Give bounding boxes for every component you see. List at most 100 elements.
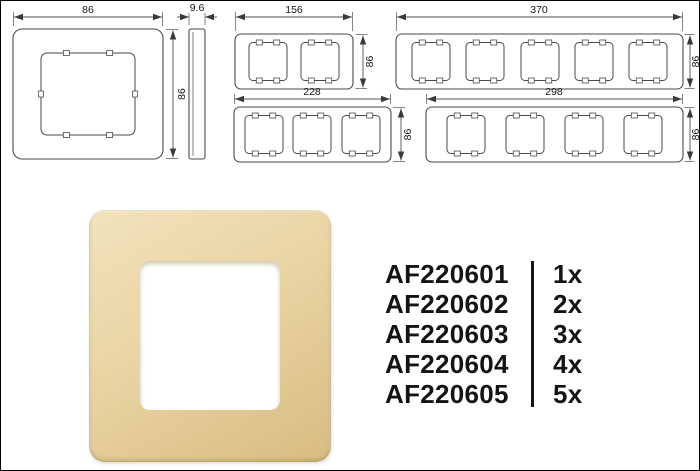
frame-opening <box>244 115 284 154</box>
clip-mark <box>571 112 579 119</box>
clip-mark <box>653 77 661 84</box>
dim-height-5gang: 86 <box>690 56 700 68</box>
clip-mark <box>635 39 643 46</box>
clip-mark <box>581 77 589 84</box>
clip-mark <box>472 77 480 84</box>
clip-mark <box>317 112 325 119</box>
frame-opening <box>248 42 288 81</box>
parts-list: AF220601 1x AF220602 2x AF220603 3x AF22… <box>385 259 583 409</box>
clip-mark <box>106 132 114 138</box>
clip-mark <box>599 39 607 46</box>
clip-mark <box>630 112 638 119</box>
clip-mark <box>251 112 259 119</box>
clip-mark <box>648 112 656 119</box>
clip-mark <box>545 39 553 46</box>
clip-mark <box>599 77 607 84</box>
clip-mark <box>132 90 138 98</box>
clip-mark <box>299 112 307 119</box>
clip-mark <box>299 150 307 157</box>
frame-opening <box>341 115 381 154</box>
drawing-frame-4gang: 298 86 <box>425 86 700 163</box>
technical-drawings: 86 86 9.6 156 86 <box>12 2 700 163</box>
clip-mark <box>418 39 426 46</box>
clip-mark <box>527 39 535 46</box>
part-row: AF220602 2x <box>385 289 583 319</box>
frame-opening <box>623 115 663 154</box>
clip-mark <box>530 150 538 157</box>
clip-mark <box>581 39 589 46</box>
frame-opening <box>300 42 340 81</box>
clip-mark <box>571 150 579 157</box>
part-row: AF220603 3x <box>385 319 583 349</box>
clip-mark <box>255 39 263 46</box>
clip-mark <box>545 77 553 84</box>
clip-mark <box>106 50 114 56</box>
drawing-frame-3gang: 228 86 <box>233 86 414 163</box>
clip-mark <box>273 39 281 46</box>
drawing-frame-5gang: 370 86 <box>395 4 700 90</box>
clip-mark <box>62 50 70 56</box>
clip-mark <box>471 150 479 157</box>
clip-mark <box>512 150 520 157</box>
clip-mark <box>436 39 444 46</box>
clip-mark <box>472 39 480 46</box>
clip-mark <box>348 112 356 119</box>
dim-height-2gang: 86 <box>364 56 376 68</box>
clip-mark <box>630 150 638 157</box>
product-photo-gold-frame <box>89 210 331 462</box>
dim-width-3gang: 228 <box>303 86 321 98</box>
clip-mark <box>530 112 538 119</box>
part-qty: 2x <box>553 288 583 319</box>
clip-mark <box>62 132 70 138</box>
part-qty: 5x <box>553 378 583 409</box>
clip-mark <box>648 150 656 157</box>
part-qty: 4x <box>553 348 583 379</box>
part-sku: AF220601 <box>385 258 509 289</box>
clip-mark <box>317 150 325 157</box>
clip-mark <box>273 77 281 84</box>
frame-opening <box>520 42 560 81</box>
part-sku: AF220604 <box>385 348 509 379</box>
frame-opening <box>465 42 505 81</box>
frame-opening <box>505 115 545 154</box>
clip-mark <box>512 112 520 119</box>
clip-mark <box>635 77 643 84</box>
profile-outline <box>188 28 206 160</box>
clip-mark <box>255 77 263 84</box>
parts-divider-line <box>531 261 534 407</box>
part-sku: AF220605 <box>385 378 509 409</box>
clip-mark <box>269 112 277 119</box>
dim-height-3gang: 86 <box>402 129 414 141</box>
dim-height-1gang: 86 <box>176 88 188 100</box>
clip-mark <box>348 150 356 157</box>
clip-mark <box>325 77 333 84</box>
part-qty: 1x <box>553 258 583 289</box>
dim-depth-profile: 9.6 <box>190 2 205 14</box>
clip-mark <box>527 77 535 84</box>
frame-opening <box>446 115 486 154</box>
clip-mark <box>251 150 259 157</box>
clip-mark <box>589 112 597 119</box>
dim-width-4gang: 298 <box>545 86 563 98</box>
part-row: AF220601 1x <box>385 259 583 289</box>
clip-mark <box>490 39 498 46</box>
frame-opening <box>628 42 668 81</box>
frame-opening <box>411 42 451 81</box>
clip-mark <box>453 112 461 119</box>
part-row: AF220604 4x <box>385 349 583 379</box>
drawing-frame-2gang: 156 86 <box>234 4 376 90</box>
drawing-frame-profile: 9.6 <box>177 2 217 160</box>
clip-mark <box>490 77 498 84</box>
clip-mark <box>589 150 597 157</box>
clip-mark <box>307 77 315 84</box>
frame-opening <box>574 42 614 81</box>
dim-height-4gang: 86 <box>690 129 700 141</box>
part-row: AF220605 5x <box>385 379 583 409</box>
dim-width-5gang: 370 <box>530 4 548 16</box>
clip-mark <box>366 150 374 157</box>
clip-mark <box>453 150 461 157</box>
clip-mark <box>418 77 426 84</box>
clip-mark <box>436 77 444 84</box>
frame-opening <box>40 52 136 136</box>
product-frame-opening <box>140 261 280 410</box>
